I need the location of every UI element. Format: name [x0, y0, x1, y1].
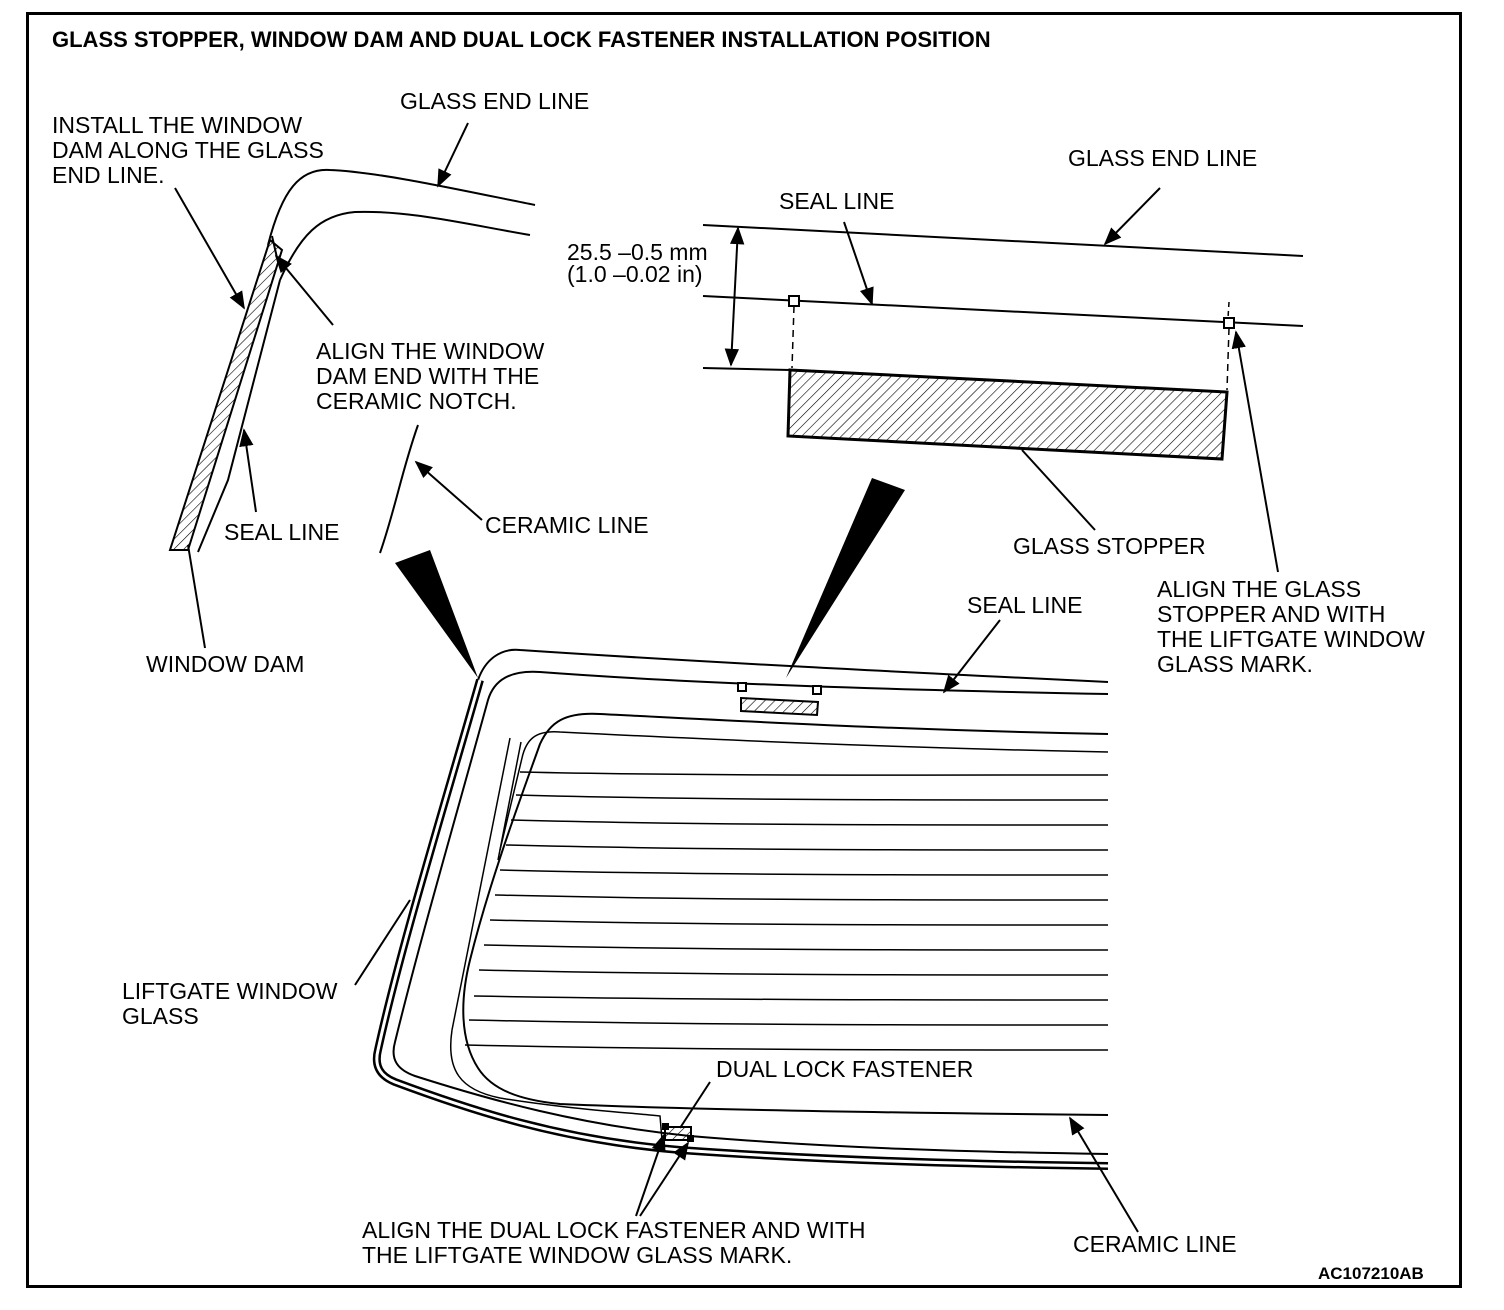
glass-end-line	[267, 168, 536, 246]
glass-stopper-main	[740, 696, 820, 717]
label-align-window-dam-1: ALIGN THE WINDOW	[316, 338, 545, 364]
label-seal-line-top: SEAL LINE	[779, 188, 894, 214]
label-align-glass-stopper-1: ALIGN THE GLASS	[1157, 576, 1361, 602]
label-align-dual-lock-1: ALIGN THE DUAL LOCK FASTENER AND WITH	[362, 1217, 866, 1243]
label-glass-stopper: GLASS STOPPER	[1013, 533, 1206, 559]
label-align-window-dam-3: CERAMIC NOTCH.	[316, 388, 517, 414]
diagram-frame	[26, 12, 1462, 1288]
label-install-window-dam-2: DAM ALONG THE GLASS	[52, 137, 324, 163]
seal-line-right	[702, 295, 1304, 327]
label-liftgate-window-glass-2: GLASS	[122, 1003, 199, 1029]
label-align-glass-stopper-4: GLASS MARK.	[1157, 651, 1313, 677]
ceramic-line	[279, 210, 531, 281]
glass-mark-right	[1223, 317, 1235, 329]
window-dam-strip	[168, 238, 284, 551]
liftgate-window-glass	[354, 619, 1139, 1233]
callout-wedge-left	[395, 550, 478, 678]
label-liftgate-window-glass-1: LIFTGATE WINDOW	[122, 978, 338, 1004]
label-align-dual-lock-2: THE LIFTGATE WINDOW GLASS MARK.	[362, 1242, 792, 1268]
ceramic-line-curve	[379, 424, 419, 554]
glass-stopper-detail	[702, 187, 1304, 573]
label-install-window-dam-3: END LINE.	[52, 162, 164, 188]
label-align-glass-stopper-2: STOPPER AND WITH	[1157, 601, 1385, 627]
glass-end-line-right	[702, 224, 1304, 257]
label-glass-end-line-right: GLASS END LINE	[1068, 145, 1257, 171]
diagram-title: GLASS STOPPER, WINDOW DAM AND DUAL LOCK …	[52, 27, 991, 52]
glass-outer-edge	[477, 648, 1109, 683]
label-dual-lock-fastener: DUAL LOCK FASTENER	[716, 1056, 973, 1082]
glass-mark-left	[788, 295, 800, 307]
glass-stopper	[786, 368, 1229, 461]
ceramic-line-lower	[197, 279, 281, 553]
window-dam-detail	[168, 122, 536, 649]
label-seal-line-main: SEAL LINE	[967, 592, 1082, 618]
label-align-window-dam-2: DAM END WITH THE	[316, 363, 539, 389]
label-dimension-mm: 25.5 –0.5 mm	[567, 239, 708, 265]
label-install-window-dam-1: INSTALL THE WINDOW	[52, 112, 302, 138]
label-dimension-in: (1.0 –0.02 in)	[567, 261, 703, 287]
label-window-dam: WINDOW DAM	[146, 651, 304, 677]
figure-code: AC107210AB	[1318, 1264, 1424, 1283]
ceramic-line-main	[462, 712, 1109, 1116]
label-ceramic-line-bottom: CERAMIC LINE	[1073, 1231, 1237, 1257]
callout-wedge-right	[786, 478, 905, 678]
label-align-glass-stopper-3: THE LIFTGATE WINDOW	[1157, 626, 1425, 652]
seal-line-main	[392, 670, 1109, 1155]
label-seal-line: SEAL LINE	[224, 519, 339, 545]
label-glass-end-line: GLASS END LINE	[400, 88, 589, 114]
label-ceramic-line: CERAMIC LINE	[485, 512, 649, 538]
